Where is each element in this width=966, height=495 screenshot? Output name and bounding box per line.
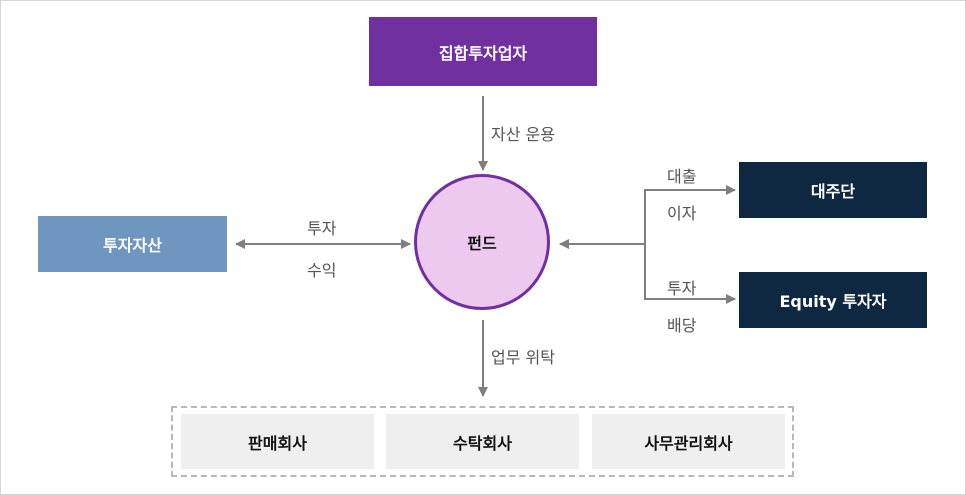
asset-manager-box: 집합투자업자	[369, 17, 597, 86]
admin-company-box: 사무관리회사	[592, 414, 785, 469]
label-right-invest: 투자	[667, 279, 697, 298]
investment-asset-box: 투자자산	[38, 216, 227, 272]
fund-circle: 펀드	[414, 174, 550, 310]
trustee-company-box: 수탁회사	[386, 414, 579, 469]
label-dividend: 배당	[667, 316, 697, 335]
label-left-invest: 투자	[307, 219, 337, 238]
service-provider-group	[171, 406, 794, 477]
equity-investor-box: Equity 투자자	[739, 272, 927, 328]
label-left-return: 수익	[307, 261, 337, 280]
sales-company-box: 판매회사	[181, 414, 374, 469]
label-outsourcing: 업무 위탁	[491, 348, 555, 367]
label-asset-management: 자산 운용	[491, 125, 555, 144]
label-interest: 이자	[667, 204, 697, 223]
lender-box: 대주단	[739, 162, 927, 218]
label-loan: 대출	[667, 167, 697, 186]
